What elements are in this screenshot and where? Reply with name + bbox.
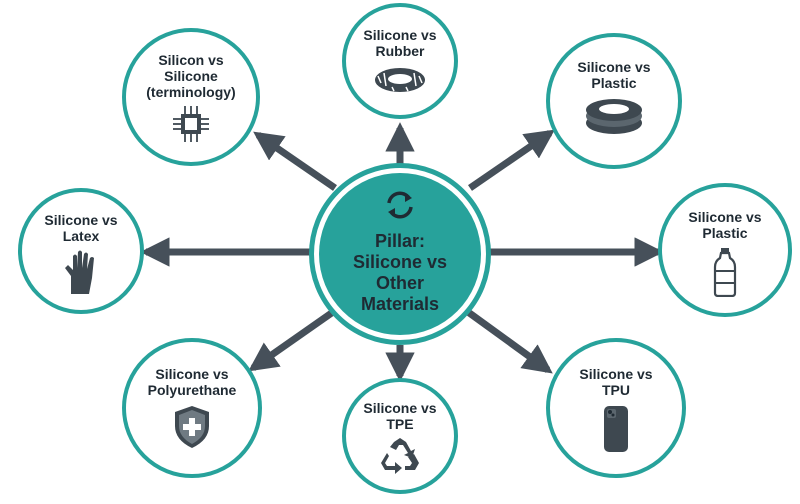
shield-icon [175, 406, 209, 448]
node-polyurethane-line2: Polyurethane [147, 382, 237, 398]
node-plastic-right-line1: Silicone vs [688, 209, 762, 225]
node-polyurethane[interactable]: Silicone vs Polyurethane [122, 338, 262, 478]
node-rubber[interactable]: Silicone vs Rubber [342, 3, 458, 119]
tire-icon [375, 68, 425, 92]
node-terminology-line2: Silicone [164, 68, 218, 84]
node-tpe-line2: TPE [386, 416, 414, 432]
center-title: Pillar: Silicone vs Other Materials [353, 231, 447, 315]
node-tpu-line1: Silicone vs [579, 366, 653, 382]
node-plastic-right-line2: Plastic [702, 225, 748, 241]
node-tpe[interactable]: Silicone vs TPE [342, 378, 458, 494]
node-latex-line1: Silicone vs [44, 212, 118, 228]
microchip-icon [173, 106, 209, 142]
node-rubber-line1: Silicone vs [363, 27, 437, 43]
recycle-icon [381, 438, 419, 474]
center-hub: Pillar: Silicone vs Other Materials [309, 163, 491, 345]
bottle-icon [713, 248, 737, 297]
node-latex[interactable]: Silicone vs Latex [18, 188, 144, 314]
node-terminology-line1: Silicon vs [158, 52, 224, 68]
node-plastic-top-line2: Plastic [591, 75, 637, 91]
sync-arrows-icon [387, 191, 413, 219]
node-plastic-right[interactable]: Silicone vs Plastic [658, 183, 792, 317]
phone-case-icon [604, 406, 628, 452]
node-tpu[interactable]: Silicone vs TPU [546, 338, 686, 478]
arrow-to-tpu [465, 309, 553, 374]
node-tpe-line1: Silicone vs [363, 400, 437, 416]
center-title-line1: Pillar: [374, 231, 425, 251]
node-polyurethane-line1: Silicone vs [155, 366, 229, 382]
center-title-line3: Other [375, 273, 424, 293]
center-title-line4: Materials [360, 294, 440, 314]
node-tpu-line2: TPU [602, 382, 630, 398]
node-rubber-line2: Rubber [375, 43, 425, 59]
ring-stack-icon [586, 99, 642, 134]
node-plastic-top-line1: Silicone vs [577, 59, 651, 75]
arrow-to-polyurethane [248, 309, 336, 372]
arrow-to-plastic-top [468, 129, 555, 191]
glove-icon [65, 250, 94, 294]
center-title-line2: Silicone vs [352, 252, 448, 272]
node-terminology[interactable]: Silicon vs Silicone (terminology) [122, 28, 260, 166]
node-plastic-top[interactable]: Silicone vs Plastic [546, 33, 682, 169]
node-terminology-line3: (terminology) [146, 84, 236, 100]
node-latex-line2: Latex [62, 228, 100, 244]
arrow-to-terminology [253, 131, 337, 191]
